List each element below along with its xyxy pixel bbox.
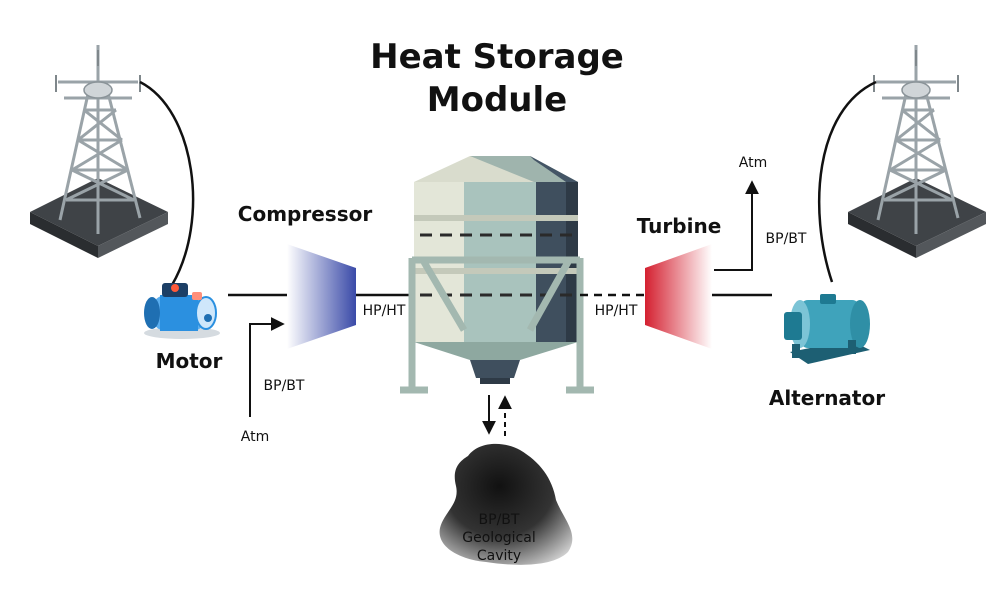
- left-power-pylon-icon: [30, 45, 168, 258]
- hp-ht-right-label: HP/HT: [595, 303, 638, 319]
- atm-left-label: Atm: [241, 429, 269, 445]
- compressor-inlet-arrow: [249, 317, 285, 417]
- turbine-shape: [645, 244, 712, 349]
- geological-cavity-shape: [439, 443, 573, 565]
- right-power-cable: [818, 80, 877, 283]
- bp-bt-right-label: BP/BT: [766, 231, 807, 247]
- title-line-2: Module: [427, 80, 567, 120]
- cavity-label-line-3: Cavity: [477, 548, 521, 564]
- atm-right-label: Atm: [739, 155, 767, 171]
- heat-storage-tank-icon: [414, 156, 578, 384]
- title-line-1: Heat Storage: [370, 37, 624, 77]
- cavity-label-line-1: BP/BT: [479, 512, 520, 528]
- right-power-pylon-icon: [848, 45, 986, 258]
- compressor-shape: [287, 244, 356, 349]
- hp-ht-left-label: HP/HT: [363, 303, 406, 319]
- motor-icon: [144, 283, 220, 339]
- compressor-label: Compressor: [238, 202, 373, 226]
- tank-support-frame: [400, 256, 594, 394]
- motor-label: Motor: [156, 349, 223, 373]
- alternator-icon: [784, 294, 870, 364]
- alternator-label: Alternator: [769, 386, 885, 410]
- cavity-label-line-2: Geological: [462, 530, 535, 546]
- bp-bt-left-label: BP/BT: [264, 378, 305, 394]
- turbine-exhaust-arrow: [714, 180, 759, 271]
- left-power-cable: [139, 80, 195, 286]
- turbine-label: Turbine: [637, 214, 722, 238]
